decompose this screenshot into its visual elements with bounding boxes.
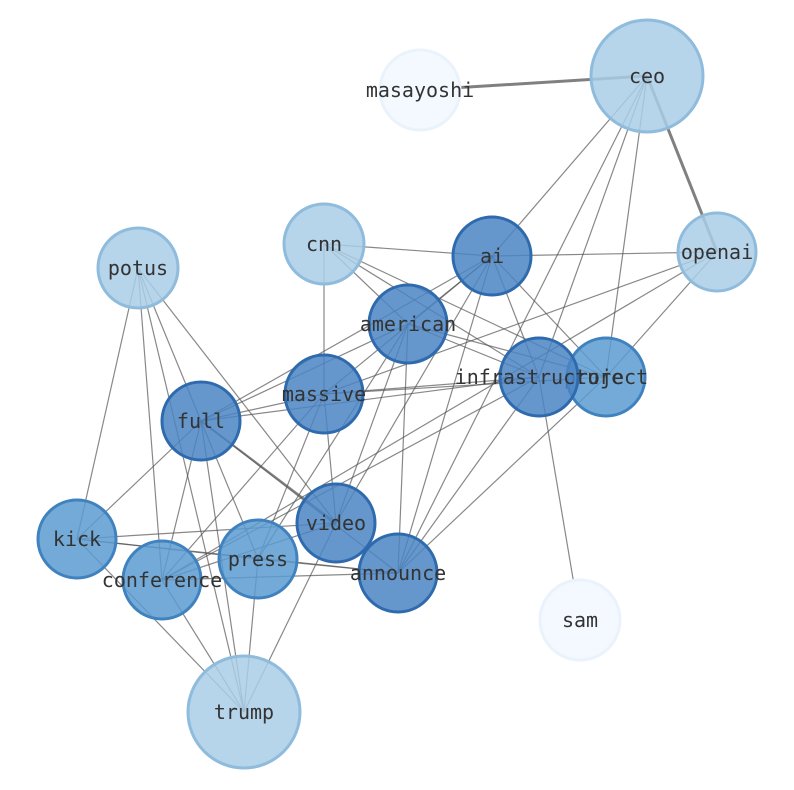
node-label-massive: massive (282, 382, 366, 406)
node-circle-kick (36, 498, 118, 580)
node-circle-press (217, 518, 299, 600)
node-label-announce: announce (350, 561, 446, 585)
node-label-infrastructure: infrastructure (455, 365, 624, 389)
node-cnn[interactable]: cnn (282, 202, 366, 286)
node-circle-massive (283, 353, 365, 435)
node-label-american: american (360, 312, 456, 336)
node-circle-trump (186, 654, 302, 770)
node-circle-video (295, 482, 377, 564)
node-circle-ai (451, 215, 533, 297)
node-video[interactable]: video (295, 482, 377, 564)
node-circle-ceo (589, 18, 705, 134)
node-kick[interactable]: kick (36, 498, 118, 580)
node-massive[interactable]: massive (282, 353, 366, 435)
edge-american-announce (397, 323, 409, 574)
node-potus[interactable]: potus (96, 226, 180, 310)
node-american[interactable]: american (360, 283, 456, 365)
node-label-potus: potus (108, 256, 168, 280)
node-label-masayoshi: masayoshi (366, 78, 474, 102)
edge-american-press (257, 323, 409, 560)
node-label-sam: sam (562, 608, 598, 632)
edge-kick-video (76, 522, 337, 540)
edge-ai-video (335, 255, 493, 524)
edge-massive-conference (161, 393, 325, 581)
node-label-openai: openai (681, 240, 753, 264)
edge-potus-kick (76, 267, 139, 540)
node-circle-cnn (282, 202, 366, 286)
node-label-cnn: cnn (306, 232, 342, 256)
node-label-conference: conference (102, 568, 222, 592)
nodes-layer: masayoshiceoopenaicnnpotussamtrumpprojec… (36, 18, 758, 770)
node-label-ceo: ceo (629, 64, 665, 88)
node-ai[interactable]: ai (451, 215, 533, 297)
node-label-trump: trump (214, 700, 274, 724)
node-ceo[interactable]: ceo (589, 18, 705, 134)
node-circle-announce (357, 532, 439, 614)
edge-project-announce (397, 376, 607, 574)
node-circle-conference (121, 539, 203, 621)
node-conference[interactable]: conference (102, 539, 222, 621)
node-trump[interactable]: trump (186, 654, 302, 770)
edge-ai-full (200, 255, 493, 422)
node-label-full: full (177, 409, 225, 433)
edge-infrastructure-full (200, 376, 540, 422)
node-label-press: press (228, 547, 288, 571)
node-label-ai: ai (480, 244, 504, 268)
node-sam[interactable]: sam (538, 578, 622, 662)
node-label-kick: kick (53, 527, 101, 551)
node-infrastructure[interactable]: infrastructure (455, 336, 624, 418)
node-openai[interactable]: openai (676, 211, 758, 293)
edge-openai-massive (323, 251, 718, 395)
node-circle-potus (96, 226, 180, 310)
node-circle-sam (538, 578, 622, 662)
edge-potus-video (137, 267, 337, 524)
node-announce[interactable]: announce (350, 532, 446, 614)
node-circle-full (160, 380, 242, 462)
node-masayoshi[interactable]: masayoshi (366, 48, 474, 132)
node-circle-american (367, 283, 449, 365)
edge-ceo-announce (397, 75, 648, 574)
edge-ai-announce (397, 255, 493, 574)
edge-potus-trump (137, 267, 245, 713)
node-full[interactable]: full (160, 380, 242, 462)
node-circle-openai (676, 211, 758, 293)
node-label-video: video (306, 511, 366, 535)
node-circle-masayoshi (378, 48, 462, 132)
edge-potus-conference (137, 267, 163, 581)
node-circle-infrastructure (498, 336, 580, 418)
node-press[interactable]: press (217, 518, 299, 600)
